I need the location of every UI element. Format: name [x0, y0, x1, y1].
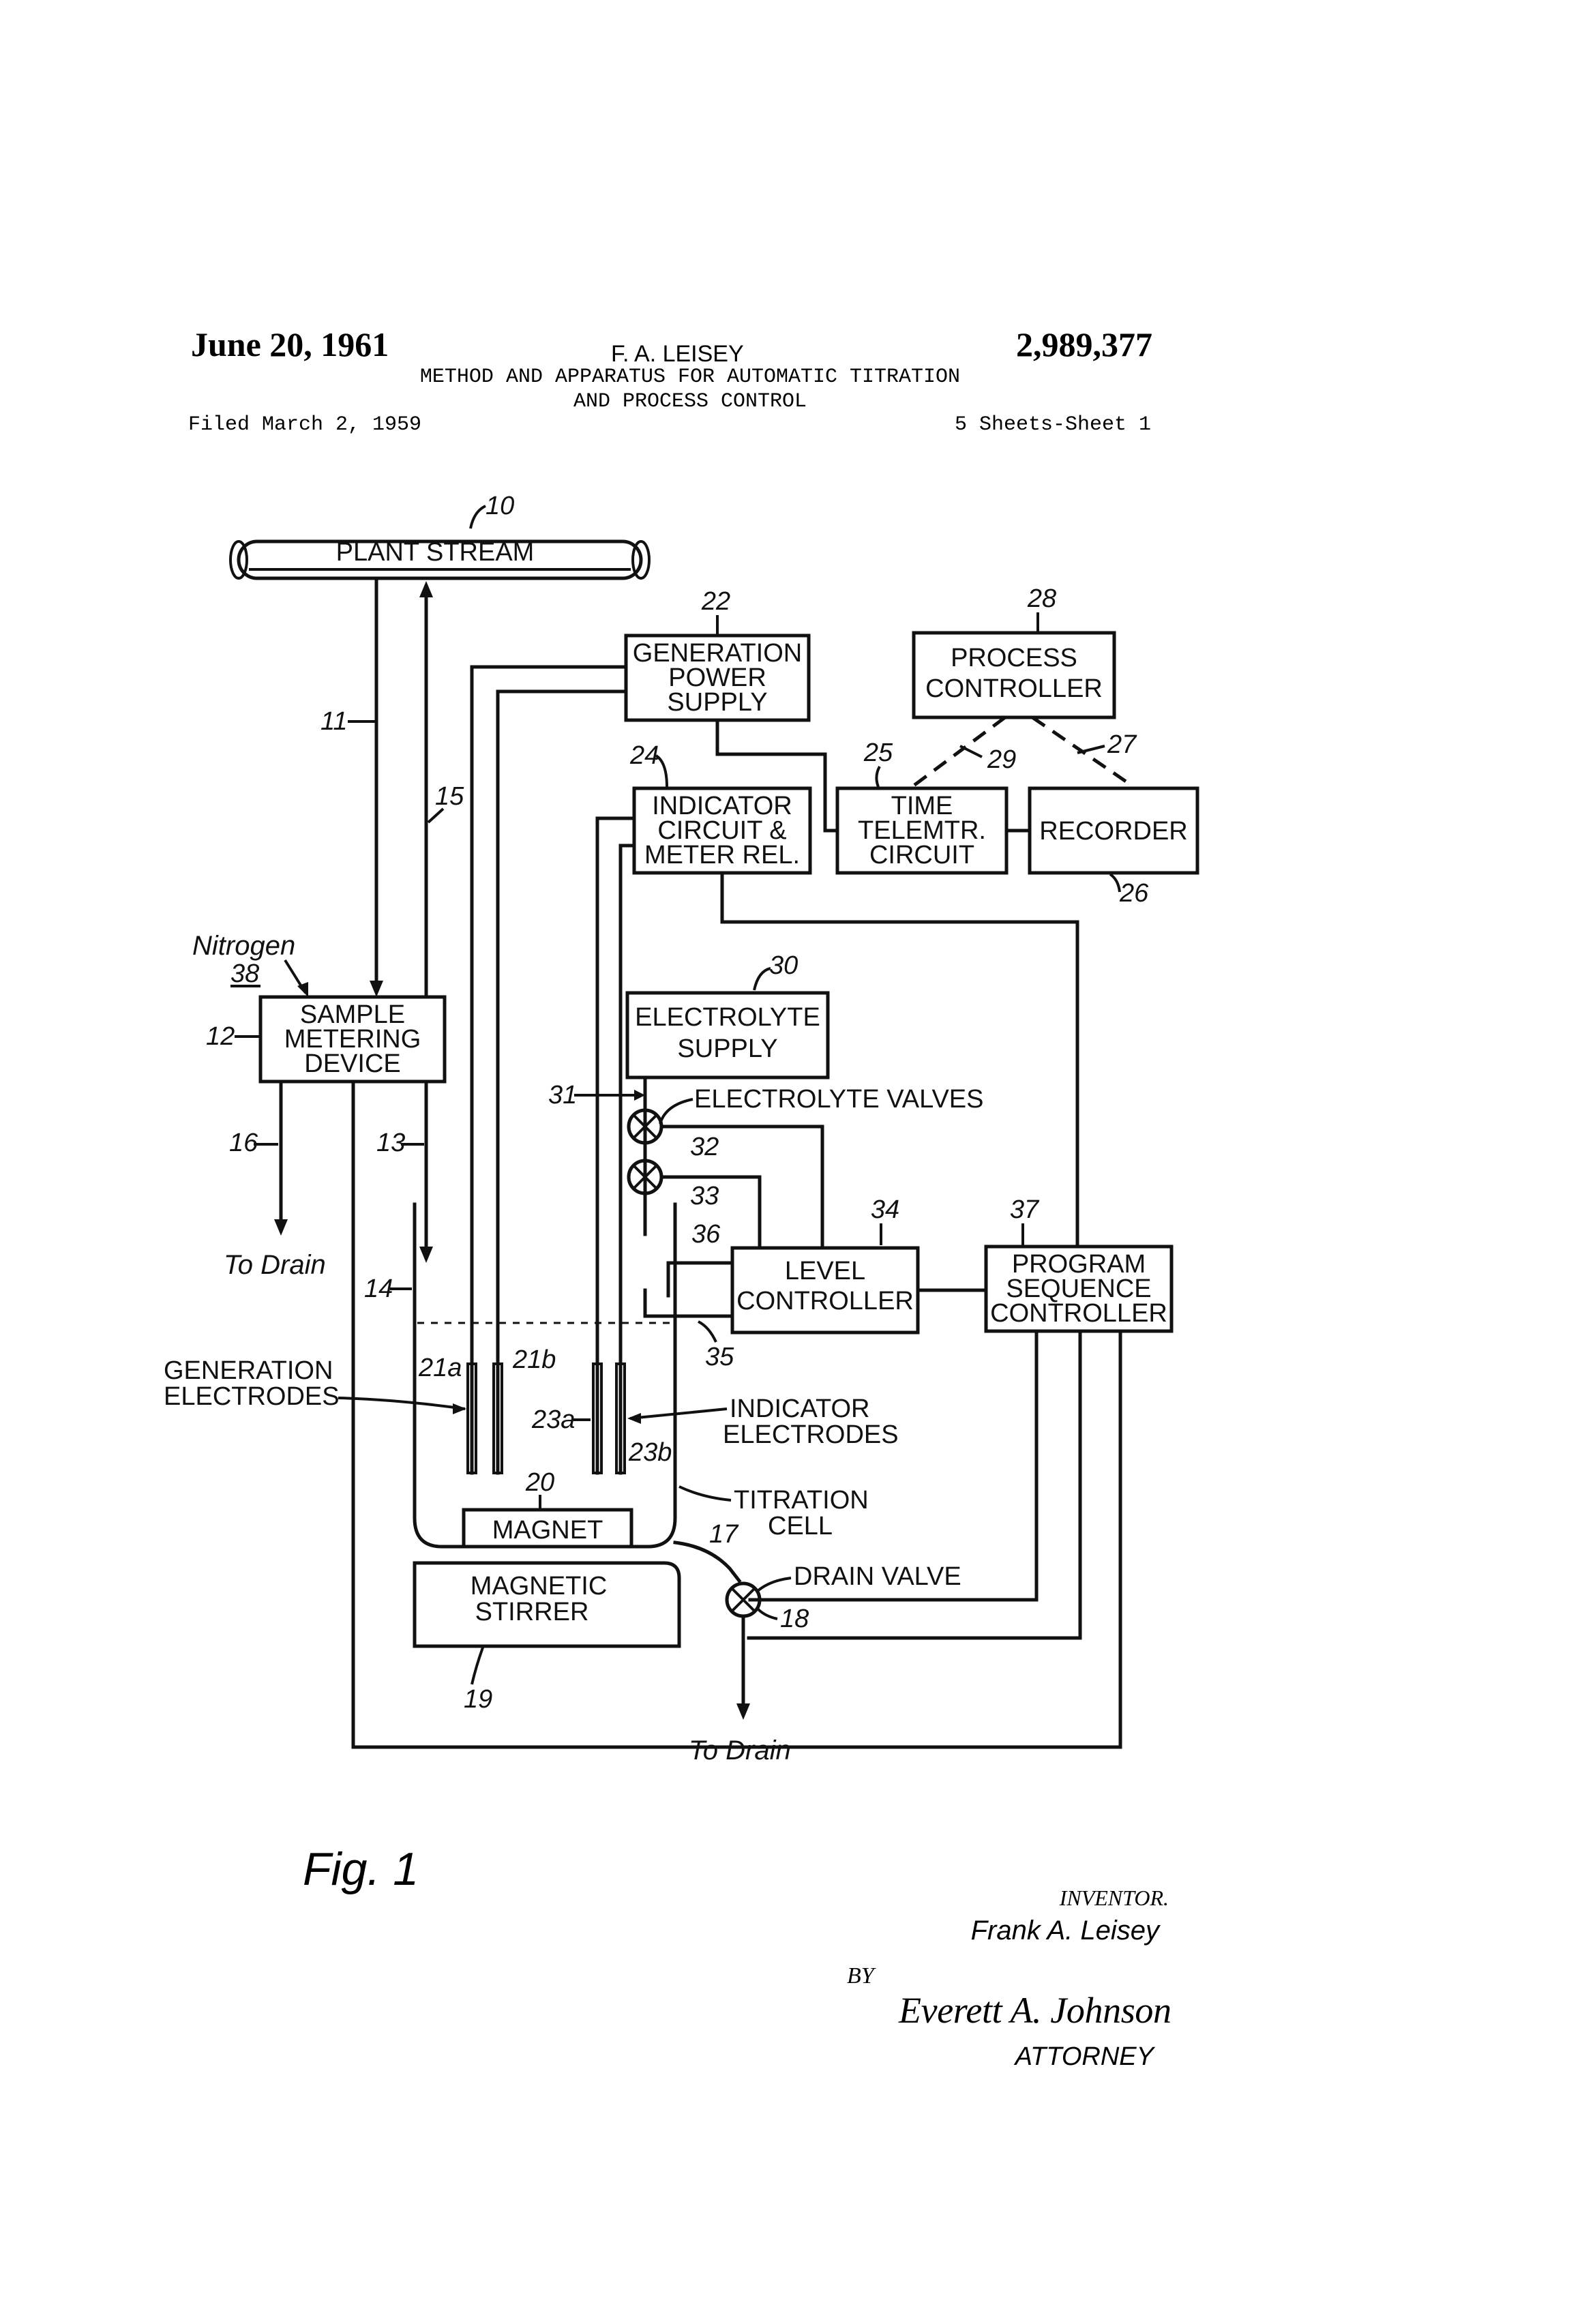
magnetic-stirrer-line1: MAGNETIC — [471, 1572, 608, 1600]
ref-23b: 23b — [628, 1438, 672, 1467]
attorney-signature: Everett A. Johnson — [898, 1990, 1171, 2031]
ref-12: 12 — [206, 1022, 235, 1051]
generation-electrodes-line1: GENERATION — [164, 1356, 333, 1385]
inventor-name: Frank A. Leisey — [971, 1916, 1161, 1946]
recorder-label: RECORDER — [1039, 817, 1187, 846]
generation-electrodes-line2: ELECTRODES — [164, 1382, 340, 1411]
ref-24: 24 — [629, 741, 659, 770]
attorney-label: ATTORNEY — [1014, 2042, 1156, 2071]
program-sequence-line3: CONTROLLER — [990, 1299, 1167, 1328]
level-probe-35 — [645, 1290, 732, 1316]
ref-14: 14 — [364, 1275, 393, 1303]
ref-10: 10 — [486, 492, 514, 520]
figure-label: Fig. 1 — [303, 1843, 419, 1895]
indicator-electrodes-line1: INDICATOR — [730, 1395, 870, 1423]
process-controller-line2: CONTROLLER — [925, 674, 1103, 703]
indicator-circuit-line3: METER REL. — [644, 841, 800, 869]
ref-23a: 23a — [531, 1405, 575, 1434]
ref-33: 33 — [690, 1182, 719, 1210]
plant-stream-label: PLANT STREAM — [336, 538, 535, 567]
titration-cell-line2: CELL — [768, 1512, 833, 1540]
header-title-line2: AND PROCESS CONTROL — [573, 390, 807, 413]
valve-32-control-wire — [661, 1127, 822, 1248]
ref-34: 34 — [871, 1195, 899, 1224]
ref-29: 29 — [987, 745, 1016, 774]
ref-19: 19 — [464, 1685, 492, 1714]
header-inventor: F. A. LEISEY — [611, 341, 744, 367]
magnetic-stirrer-line2: STIRRER — [475, 1598, 589, 1626]
gps-line3: SUPPLY — [667, 688, 767, 717]
ref-15: 15 — [435, 782, 464, 811]
ref-27: 27 — [1107, 730, 1137, 759]
ref-28: 28 — [1027, 584, 1056, 613]
header-sheet: 5 Sheets-Sheet 1 — [955, 413, 1151, 436]
ref-32: 32 — [690, 1133, 719, 1161]
ref-35: 35 — [705, 1343, 734, 1371]
drain-valve-label: DRAIN VALVE — [794, 1562, 961, 1591]
to-drain-bottom: To Drain — [689, 1735, 791, 1766]
stirrer-control-wire — [749, 1331, 1080, 1638]
ref-22: 22 — [701, 587, 730, 616]
level-probe-36 — [668, 1263, 732, 1296]
header-title-line1: METHOD AND APPARATUS FOR AUTOMATIC TITRA… — [420, 366, 960, 389]
ref-38: 38 — [230, 959, 259, 988]
indicator-electrodes-line2: ELECTRODES — [723, 1420, 899, 1449]
level-controller-line1: LEVEL — [785, 1257, 865, 1285]
titration-cell-line1: TITRATION — [734, 1486, 869, 1515]
ref-13: 13 — [376, 1129, 405, 1157]
header-date: June 20, 1961 — [191, 325, 389, 363]
electrolyte-supply-line1: ELECTROLYTE — [635, 1003, 820, 1032]
to-drain-left: To Drain — [224, 1250, 326, 1280]
sample-metering-line3: DEVICE — [304, 1049, 400, 1078]
electrolyte-supply-line2: SUPPLY — [677, 1034, 777, 1063]
process-controller-line1: PROCESS — [951, 644, 1077, 672]
inventor-label: INVENTOR. — [1059, 1886, 1169, 1910]
ref-18: 18 — [780, 1605, 809, 1633]
plant-stream-pipe: PLANT STREAM — [230, 538, 649, 578]
time-telemetry-line3: CIRCUIT — [869, 841, 974, 869]
magnet-label: MAGNET — [492, 1516, 603, 1545]
ref-20: 20 — [525, 1468, 554, 1497]
header-patent-number: 2,989,377 — [1016, 325, 1152, 363]
by-label: BY — [847, 1963, 876, 1988]
ref-30: 30 — [769, 951, 798, 980]
electrode-23b-lead — [621, 846, 634, 1473]
ref-37: 37 — [1010, 1195, 1040, 1224]
ref-11: 11 — [320, 707, 347, 736]
level-controller-line2: CONTROLLER — [736, 1287, 914, 1315]
ref-21a: 21a — [418, 1354, 462, 1382]
drain-valve-control-wire — [750, 1331, 1036, 1600]
electrolyte-valves-label: ELECTROLYTE VALVES — [694, 1085, 983, 1114]
ref-17: 17 — [709, 1520, 739, 1549]
ref-31: 31 — [548, 1081, 577, 1109]
ref-36: 36 — [691, 1220, 721, 1249]
ref-25: 25 — [863, 739, 893, 767]
nitrogen-label: Nitrogen — [192, 931, 295, 961]
header-filed: Filed March 2, 1959 — [188, 413, 421, 436]
ref-21b: 21b — [512, 1345, 556, 1374]
ref-26: 26 — [1119, 879, 1149, 908]
